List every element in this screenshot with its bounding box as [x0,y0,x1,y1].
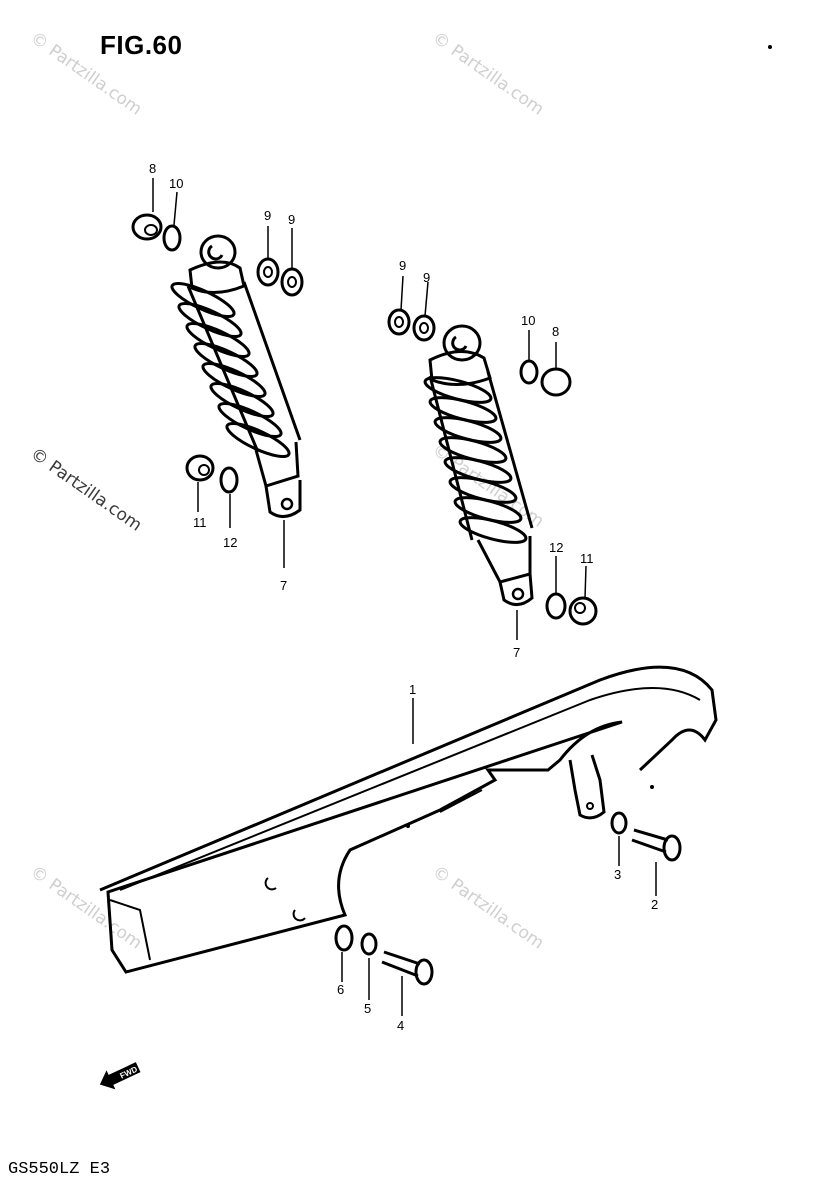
left-cap-nut-11 [185,454,215,512]
callout-10: 10 [169,176,183,191]
callout-4: 4 [397,1018,404,1033]
forward-arrow-icon: FWD [99,1062,141,1090]
callout-9: 9 [423,270,430,285]
bolt-2 [631,828,682,896]
right-cap-nut-8 [540,342,572,397]
bolt-4 [381,950,434,1016]
chain-case [99,665,718,974]
callout-10: 10 [521,313,535,328]
callout-8: 8 [149,161,156,176]
callout-2: 2 [651,897,658,912]
callout-7: 7 [280,578,287,593]
callout-12: 12 [223,535,237,550]
left-washer-12 [219,466,239,528]
callout-3: 3 [614,867,621,882]
right-cap-nut-11 [568,565,598,626]
callout-12: 12 [549,540,563,555]
washer-6 [334,924,354,982]
callout-11: 11 [580,551,594,566]
left-bushing-9a [256,226,280,287]
callout-7: 7 [513,645,520,660]
left-washer-10 [162,191,182,252]
callout-5: 5 [364,1001,371,1016]
washer-3 [610,811,628,866]
left-cap-nut-8 [131,178,163,241]
stray-dot [768,45,772,49]
callout-9: 9 [399,258,406,273]
callout-1: 1 [409,682,416,697]
callout-8: 8 [552,324,559,339]
left-shock-absorber [166,234,302,568]
right-bushing-9b [412,281,436,342]
right-shock-absorber [421,324,534,640]
left-bushing-9b [280,228,304,297]
right-bushing-9a [387,275,411,336]
right-washer-12 [545,556,567,620]
callout-6: 6 [337,982,344,997]
washer-5 [360,932,378,1000]
right-washer-10 [519,330,539,385]
model-code: GS550LZ E3 [8,1160,111,1179]
forward-arrow-label: FWD [119,1065,140,1081]
callout-9: 9 [264,208,271,223]
callout-9: 9 [288,212,295,227]
figure-title: FIG.60 [100,30,183,60]
callout-11: 11 [193,515,207,530]
